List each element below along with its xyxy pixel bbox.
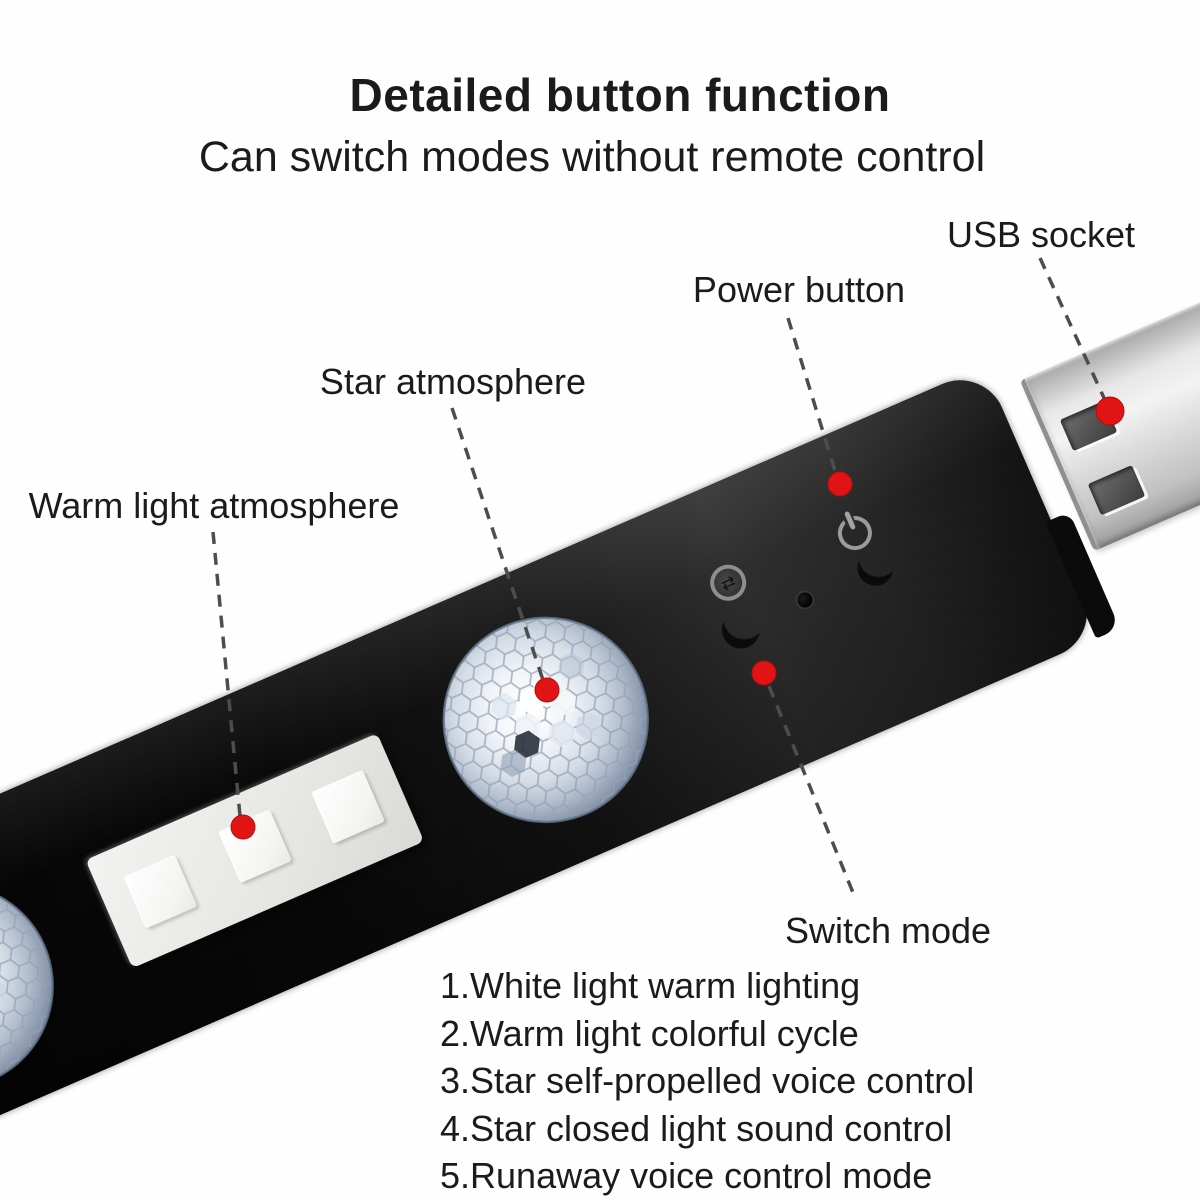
label-usb-socket: USB socket	[946, 214, 1136, 255]
marker-dot-power	[827, 471, 853, 497]
mode-list-item: 5.Runaway voice control mode	[440, 1155, 933, 1196]
mode-list-item: 3.Star self-propelled voice control	[440, 1060, 975, 1101]
mode-list-item: 1.White light warm lighting	[440, 965, 861, 1006]
callout-line-switch	[767, 685, 858, 901]
mode-list: 1.White light warm lighting 2.Warm light…	[440, 962, 974, 1200]
mode-list-item: 4.Star closed light sound control	[440, 1107, 953, 1149]
label-power-button: Power button	[692, 269, 906, 310]
label-switch-mode: Switch mode	[784, 910, 992, 951]
star-disco-ball	[408, 582, 684, 858]
mode-list-item: 2.Warm light colorful cycle	[440, 1012, 859, 1054]
page-title: Detailed button function	[349, 69, 891, 121]
marker-dot-usb	[1095, 396, 1125, 426]
label-star-atmosphere: Star atmosphere	[319, 361, 587, 402]
callout-line-star	[450, 407, 545, 681]
callout-line-warm	[211, 531, 242, 817]
marker-dot-star	[534, 677, 560, 703]
callout-line-power	[786, 317, 838, 475]
marker-dot-switch	[751, 660, 777, 686]
marker-dot-warm	[230, 814, 256, 840]
device-body: ⇄	[0, 259, 1200, 1195]
callout-line-usb	[1038, 257, 1106, 399]
disco-ball-art	[411, 585, 680, 855]
page-subtitle: Can switch modes without remote control	[198, 133, 986, 181]
label-warm-light: Warm light atmosphere	[28, 485, 400, 526]
